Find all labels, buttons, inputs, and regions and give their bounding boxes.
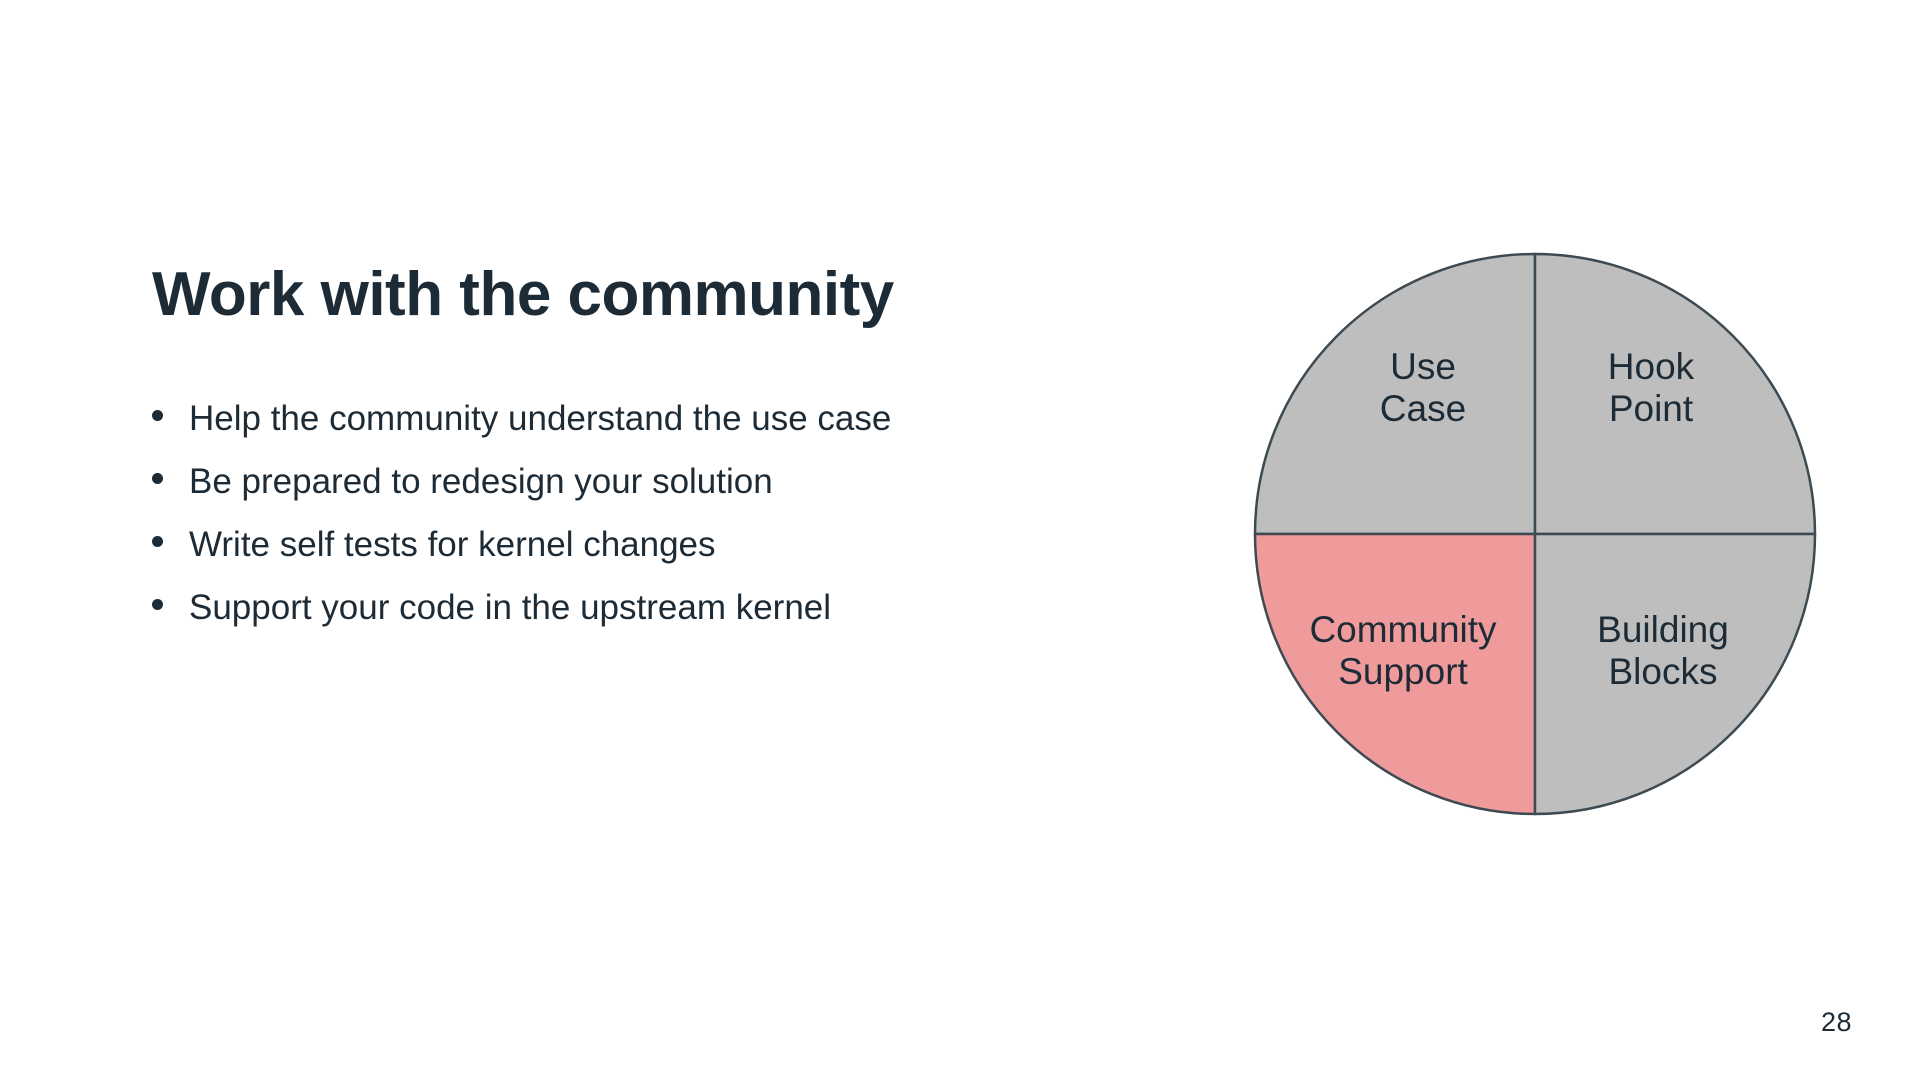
page-title: Work with the community (152, 260, 894, 329)
slide-content-column: Work with the community Help the communi… (152, 260, 1162, 653)
quadrant-label-use-case-line1: Use (1390, 346, 1456, 387)
quadrant-use-case[interactable] (1253, 252, 1537, 536)
quadrant-building-blocks[interactable] (1533, 532, 1817, 816)
quadrant-label-hook-point-line1: Hook (1608, 346, 1695, 387)
bullet-dot-icon (152, 472, 163, 484)
quadrant-label-hook-point-line2: Point (1609, 388, 1694, 429)
quadrant-label-community-support-line1: Community (1309, 609, 1497, 650)
list-item: Be prepared to redesign your solution (152, 464, 1162, 499)
quadrant-label-use-case-line2: Case (1380, 388, 1466, 429)
page-number: 28 (1820, 1007, 1852, 1037)
quadrant-community-support[interactable] (1253, 532, 1537, 816)
bullet-list: Help the community understand the use ca… (152, 401, 1162, 625)
bullet-dot-icon (152, 535, 163, 547)
list-item: Support your code in the upstream kernel (152, 590, 1162, 625)
quadrant-label-community-support-line2: Support (1338, 651, 1468, 692)
quadrant-hook-point[interactable] (1533, 252, 1817, 536)
bullet-text: Write self tests for kernel changes (189, 524, 716, 564)
bullet-dot-icon (152, 598, 163, 610)
bullet-text: Be prepared to redesign your solution (189, 461, 773, 501)
bullet-dot-icon (152, 409, 163, 421)
quadrant-label-building-blocks-line1: Building (1597, 609, 1729, 650)
quadrant-circle-diagram: Use Case Hook Point Community Support Bu… (1253, 252, 1817, 816)
list-item: Write self tests for kernel changes (152, 527, 1162, 562)
bullet-text: Support your code in the upstream kernel (189, 587, 832, 627)
quadrant-label-building-blocks-line2: Blocks (1609, 651, 1718, 692)
bullet-text: Help the community understand the use ca… (189, 398, 892, 438)
list-item: Help the community understand the use ca… (152, 401, 1162, 436)
